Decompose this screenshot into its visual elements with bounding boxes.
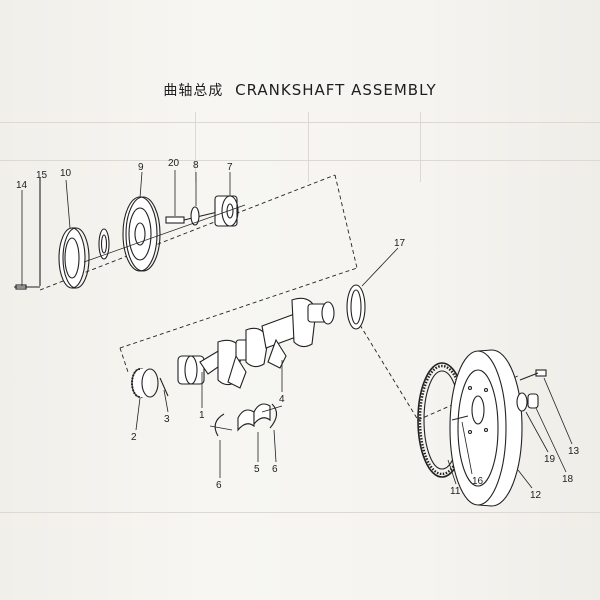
callout-19: 19 [544, 454, 556, 465]
callout-8: 8 [193, 160, 199, 171]
callout-16: 16 [472, 476, 484, 487]
callout-1: 1 [199, 410, 205, 421]
callout-20: 20 [168, 158, 180, 169]
part-7-hub [214, 195, 239, 227]
part-5-bearing-shells [237, 403, 271, 432]
callout-5: 5 [254, 464, 260, 475]
page-title: 曲轴总成 CRANKSHAFT ASSEMBLY [0, 80, 600, 100]
callout-labels: 14 15 10 9 20 8 7 17 1 4 3 2 6 5 6 11 16… [16, 158, 580, 501]
title-chinese: 曲轴总成 [163, 83, 224, 99]
part-1-crankshaft [177, 297, 335, 389]
callout-10: 10 [60, 168, 72, 179]
callout-11: 11 [450, 486, 461, 497]
part-6-thrust-washer-right [269, 403, 278, 429]
callout-6-right: 6 [272, 464, 278, 475]
callout-14: 14 [16, 180, 28, 191]
part-17-ring [346, 284, 366, 330]
bleed-rule [0, 122, 600, 123]
callout-17: 17 [394, 238, 406, 249]
callout-3: 3 [164, 414, 170, 425]
leader-lines [21, 170, 573, 489]
callout-7: 7 [227, 162, 233, 173]
part-9-damper [122, 196, 161, 272]
callout-9: 9 [138, 162, 144, 173]
bleed-rule [308, 112, 309, 182]
callout-4: 4 [279, 394, 285, 405]
bleed-rule [195, 112, 196, 182]
callout-18: 18 [562, 474, 574, 485]
part-19-spacer [516, 392, 528, 412]
callout-12: 12 [530, 490, 542, 501]
callout-6-left: 6 [216, 480, 222, 491]
part-18-washer [527, 393, 539, 409]
part-spacer-ring [98, 228, 110, 260]
part-3-key [159, 377, 169, 397]
part-8-washer [190, 206, 200, 226]
part-6-thrust-washer-left [214, 413, 225, 437]
part-14-bolt [14, 284, 40, 290]
callout-15: 15 [36, 170, 48, 181]
callout-13: 13 [568, 446, 580, 457]
bleed-rule [420, 112, 421, 182]
callout-2: 2 [131, 432, 137, 443]
part-2-crank-gear [131, 368, 159, 398]
part-13-bolt [519, 369, 547, 381]
bleed-rule [0, 512, 600, 513]
assembly-frame [39, 174, 521, 421]
bleed-rule [0, 160, 600, 161]
part-10-pulley [58, 227, 90, 289]
part-12-flywheel [449, 349, 523, 507]
part-16-pin [451, 415, 469, 421]
title-english: CRANKSHAFT ASSEMBLY [235, 81, 437, 99]
